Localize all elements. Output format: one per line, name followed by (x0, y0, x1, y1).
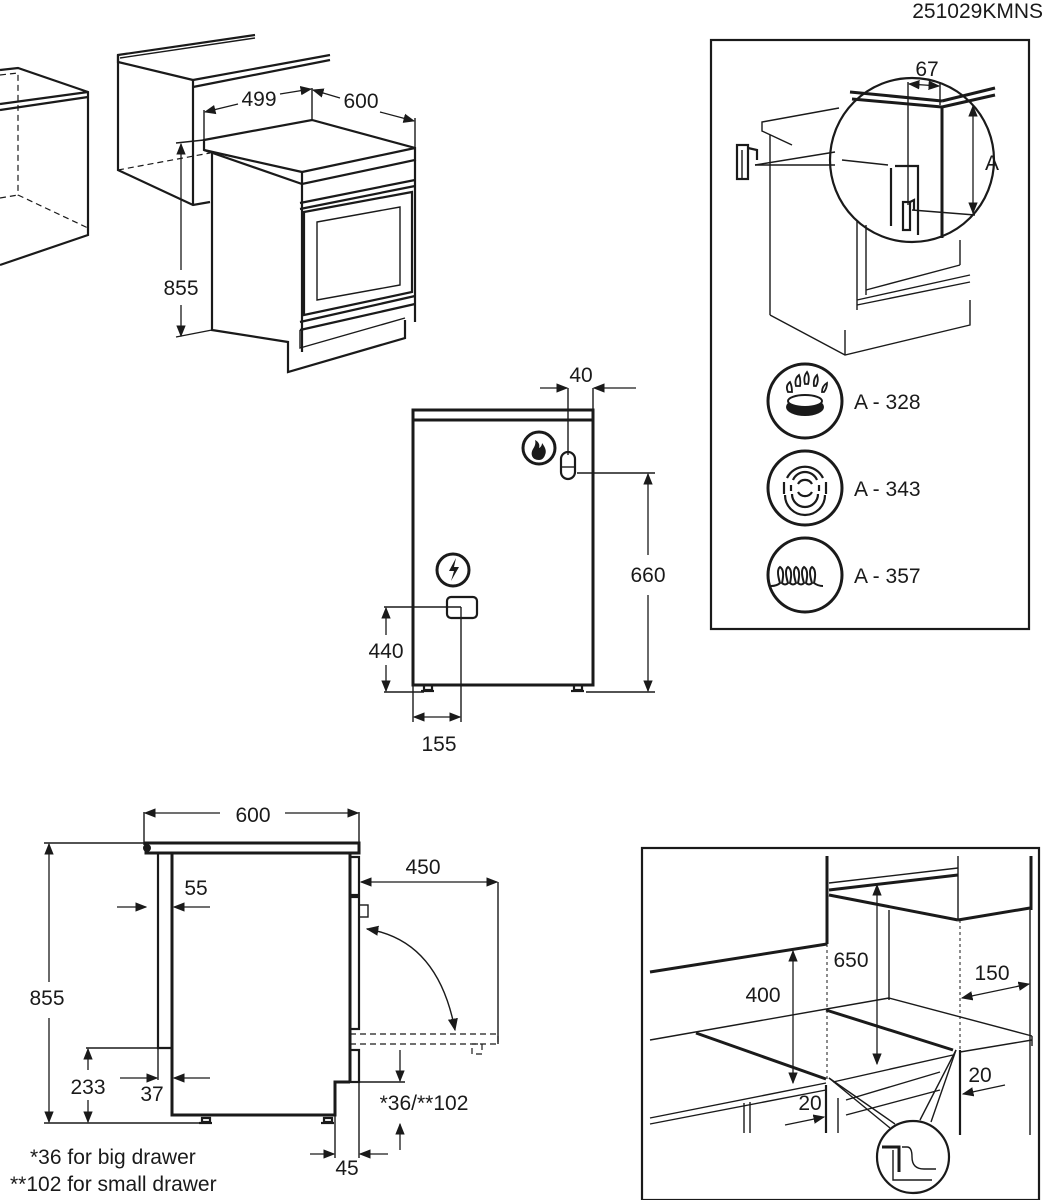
dim-height-855: 855 (163, 277, 198, 300)
flame-icon (531, 440, 546, 460)
dim-right-gap-20: 20 (968, 1064, 991, 1087)
legend-coil: A - 357 (766, 536, 921, 614)
dim-plinth-45: 45 (335, 1157, 358, 1180)
legend-gas: A - 328 (766, 362, 921, 440)
anti-tilt-cooker (761, 107, 971, 356)
dim-offset-67: 67 (915, 58, 938, 81)
clearances-panel: 400 650 150 20 20 (640, 846, 1041, 1200)
dim-back-height-233: 233 (70, 1076, 105, 1099)
dim-gas-offset-40: 40 (569, 364, 592, 387)
dim-depth-499: 499 (241, 88, 276, 111)
legend-label-gas: A - 328 (854, 391, 921, 414)
dim-width-600: 600 (343, 90, 378, 113)
seal-detail-circle (875, 1119, 951, 1195)
dim-side-width-600: 600 (235, 804, 270, 827)
coil-heater-icon (770, 565, 824, 587)
gas-burner-icon (785, 370, 828, 416)
dim-elec-offset-155: 155 (421, 733, 456, 756)
isometric-view: 499 600 855 (0, 33, 417, 374)
dim-drawer-36-102: *36/**102 (380, 1092, 469, 1115)
dim-side-height-400: 400 (745, 984, 780, 1007)
dim-gas-height-660: 660 (630, 564, 665, 587)
radiant-hob-icon (782, 465, 828, 517)
dim-side-gap-150: 150 (974, 962, 1009, 985)
dim-elec-height-440: 440 (368, 640, 403, 663)
anti-tilt-panel: 67 A A - 328 A - 343 (709, 38, 1031, 631)
document-code: 251029KMNS (912, 0, 1043, 23)
gas-connection (521, 430, 577, 481)
legend-radiant: A - 343 (766, 449, 921, 527)
back-cabinet (116, 33, 331, 207)
dim-back-offset-37: 37 (140, 1083, 163, 1106)
left-cabinet (0, 66, 90, 267)
zoom-detail-circle (828, 76, 996, 244)
side-view: 600 855 450 55 37 233 *36/**102 (10, 804, 499, 1196)
lightning-icon (449, 558, 459, 581)
dim-left-gap-20: 20 (798, 1092, 821, 1115)
dim-side-height-855: 855 (29, 987, 64, 1010)
legend-label-coil: A - 357 (854, 565, 921, 588)
electric-connection (435, 552, 479, 620)
clearances-frame (640, 846, 1041, 1200)
rear-connections-view: 40 660 440 155 (368, 364, 665, 756)
dim-back-offset-55: 55 (184, 877, 207, 900)
legend-label-radiant: A - 343 (854, 478, 921, 501)
dim-door-open-450: 450 (405, 856, 440, 879)
isometric-dimensions: 499 600 855 (163, 86, 416, 338)
note-big-drawer: *36 for big drawer (30, 1146, 196, 1169)
note-small-drawer: **102 for small drawer (10, 1173, 217, 1196)
anti-tilt-frame (709, 38, 1031, 631)
bracket-icon (735, 143, 759, 181)
dim-top-height-650: 650 (833, 949, 868, 972)
dim-label-a: A (985, 152, 999, 175)
cooker-isometric (202, 118, 417, 374)
